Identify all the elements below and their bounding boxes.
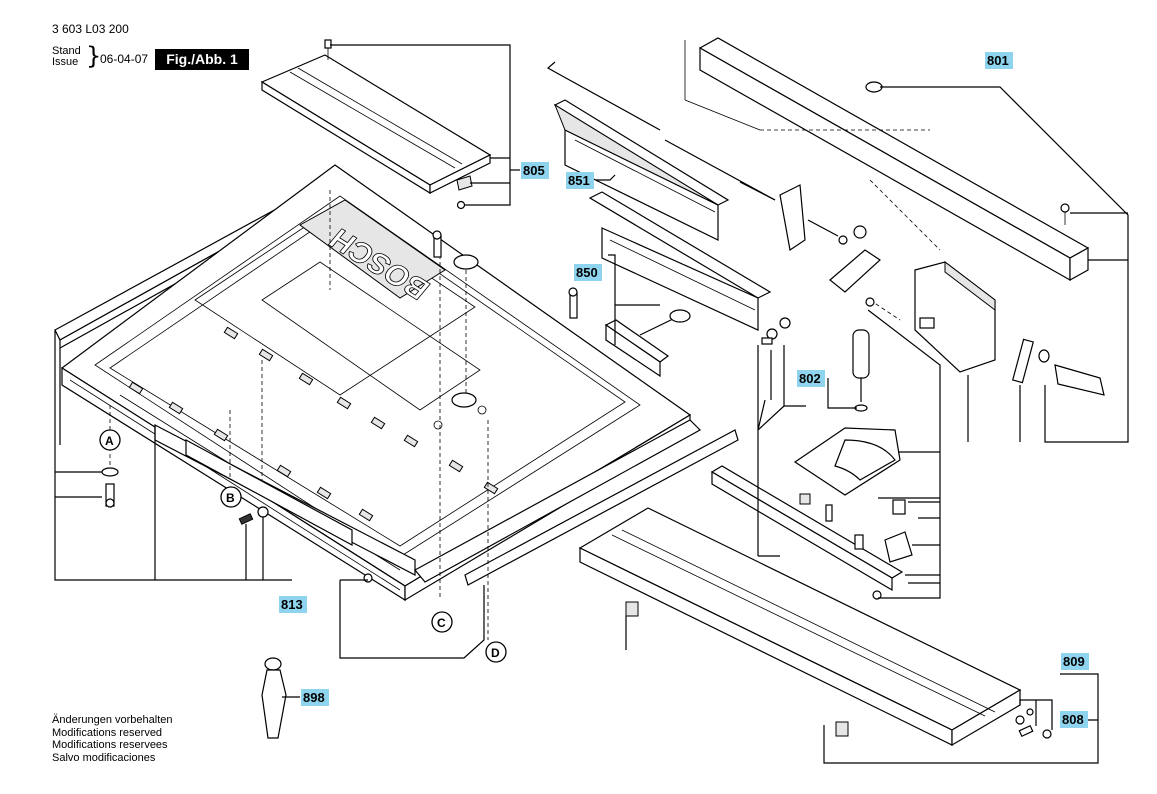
label-813: 813 — [279, 596, 307, 613]
label-805: 805 — [521, 162, 549, 179]
extension-table — [578, 507, 1052, 747]
issue-label: Issue — [52, 56, 79, 68]
label-809: 809 — [1061, 653, 1089, 670]
push-stick — [261, 657, 287, 739]
rails — [546, 61, 791, 378]
part-number-813: 813 — [281, 597, 303, 612]
label-851: 851 — [566, 172, 594, 189]
part-number-805: 805 — [523, 163, 545, 178]
ref-letter-d: D — [491, 646, 500, 660]
stand-label: Stand — [52, 45, 81, 57]
part-number-801: 801 — [987, 53, 1009, 68]
figure-label: Fig./Abb. 1 — [155, 49, 249, 70]
miter-gauge — [710, 329, 913, 600]
note-es: Salvo modificaciones — [52, 751, 156, 764]
brace-icon: } — [86, 42, 102, 70]
insert-plate — [260, 39, 492, 210]
issue-date: 06-04-07 — [100, 52, 149, 66]
saw-table: BOSCH — [54, 164, 739, 640]
label-808: 808 — [1060, 711, 1088, 728]
note-en: Modifications reserved — [52, 726, 163, 739]
ref-b: B — [220, 486, 242, 508]
note-fr: Modifications reservees — [52, 739, 168, 751]
ref-c: C — [431, 611, 453, 633]
stand-issue-label: Stand Issue — [52, 46, 81, 68]
part-number-802: 802 — [799, 371, 821, 386]
ref-letter-a: A — [105, 434, 114, 448]
part-number-809: 809 — [1063, 654, 1085, 669]
label-850: 850 — [574, 264, 602, 281]
drawing-number: 3 603 L03 200 — [52, 22, 129, 36]
modification-notes: Änderungen vorbehalten Modifications res… — [52, 714, 172, 764]
leader-lines — [54, 44, 1129, 764]
note-de: Änderungen vorbehalten — [52, 714, 173, 726]
ref-a: A — [99, 429, 121, 451]
label-801: 801 — [985, 52, 1013, 69]
part-number-851: 851 — [568, 173, 590, 188]
ref-letter-c: C — [437, 616, 446, 630]
part-number-850: 850 — [576, 265, 598, 280]
part-number-808: 808 — [1062, 712, 1084, 727]
label-898: 898 — [301, 689, 329, 706]
part-number-898: 898 — [303, 690, 325, 705]
ref-d: D — [485, 641, 507, 663]
table-slots — [128, 326, 499, 522]
ref-letter-b: B — [226, 491, 235, 505]
label-802: 802 — [797, 370, 825, 387]
rip-fence — [684, 37, 1105, 396]
